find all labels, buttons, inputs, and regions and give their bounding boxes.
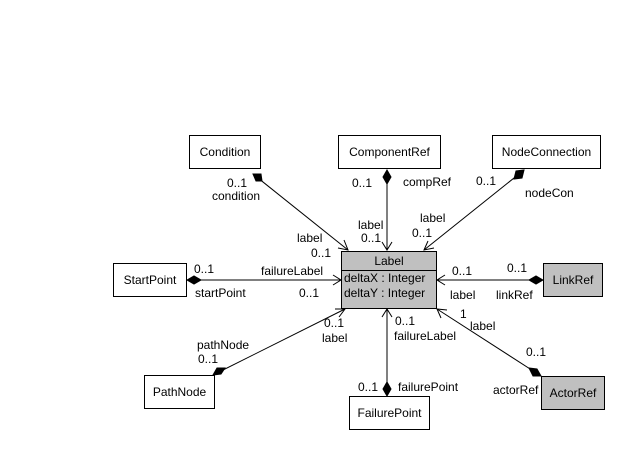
assoc-actorref-line [436, 308, 542, 377]
diamond-nodeconnection [513, 169, 525, 180]
arrow-pathnode [335, 308, 346, 318]
pathnode-role-target: label [322, 331, 348, 345]
class-label-attr-deltay: deltaY : Integer [344, 286, 426, 300]
class-failurepoint-name: FailurePoint [357, 406, 422, 420]
actorref-mult-source: 0..1 [526, 345, 547, 359]
actorref-role-source: actorRef [493, 383, 539, 397]
class-startpoint-name: StartPoint [123, 273, 177, 287]
condition-role-source: condition [212, 189, 261, 203]
linkref-role-target: label [450, 288, 476, 302]
actorref-mult-target: 1 [460, 307, 467, 321]
assoc-nodeconnection-line [423, 169, 525, 251]
class-failurepoint[interactable]: FailurePoint [349, 396, 430, 430]
linkref-mult-target: 0..1 [452, 264, 473, 278]
componentref-role-target: label [358, 218, 384, 232]
componentref-mult-target: 0..1 [361, 231, 382, 245]
condition-role-target: label [297, 231, 323, 245]
class-condition-name: Condition [199, 145, 251, 159]
arrow-actorref [436, 308, 448, 319]
assoc-pathnode-line [212, 308, 346, 376]
class-label-attr-deltax: deltaX : Integer [344, 271, 426, 285]
diamond-pathnode [212, 367, 226, 376]
diamond-componentref [382, 168, 392, 186]
pathnode-mult-target: 0..1 [324, 316, 345, 330]
pathnode-role-source: pathNode [197, 338, 250, 352]
condition-mult-target: 0..1 [311, 246, 332, 260]
class-nodeconnection[interactable]: NodeConnection [492, 135, 601, 169]
class-pathnode-name: PathNode [152, 385, 207, 399]
failurepoint-role-target: failureLabel [394, 329, 457, 343]
class-actorref[interactable]: ActorRef [541, 376, 605, 410]
startpoint-role-source: startPoint [195, 286, 246, 300]
condition-mult-source: 0..1 [227, 176, 248, 190]
diamond-condition [252, 173, 263, 182]
nodeconnection-mult-target: 0..1 [412, 226, 433, 240]
class-label-name: Label [342, 252, 436, 271]
pathnode-mult-source: 0..1 [198, 352, 219, 366]
failurepoint-mult-source: 0..1 [358, 380, 379, 394]
startpoint-role-target: failureLabel [261, 264, 324, 278]
diamond-linkref [527, 275, 545, 285]
class-componentref[interactable]: ComponentRef [338, 135, 441, 169]
failurepoint-mult-target: 0..1 [395, 314, 416, 328]
startpoint-mult-target: 0..1 [299, 286, 320, 300]
nodeconnection-role-target: label [420, 211, 446, 225]
class-startpoint[interactable]: StartPoint [113, 263, 187, 297]
linkref-mult-source: 0..1 [507, 261, 528, 275]
class-pathnode[interactable]: PathNode [144, 375, 215, 409]
componentref-role-source: compRef [403, 175, 452, 189]
actorref-role-target: label [470, 319, 496, 333]
arrow-nodeconnection [423, 240, 435, 251]
class-linkref-name: LinkRef [552, 273, 594, 287]
arrow-componentref [381, 241, 393, 251]
class-nodeconnection-name: NodeConnection [501, 145, 592, 159]
startpoint-mult-source: 0..1 [194, 262, 215, 276]
class-condition[interactable]: Condition [189, 135, 261, 169]
diamond-actorref [528, 367, 542, 377]
arrow-failurepoint [381, 308, 393, 318]
assoc-condition-line [252, 173, 349, 251]
linkref-role-source: linkRef [496, 288, 533, 302]
class-componentref-name: ComponentRef [349, 145, 430, 159]
nodeconnection-mult-source: 0..1 [476, 174, 497, 188]
class-label[interactable]: Label deltaX : Integer deltaY : Integer [341, 251, 437, 309]
arrow-condition [337, 239, 349, 251]
class-actorref-name: ActorRef [549, 386, 597, 400]
diamond-failurepoint [382, 380, 392, 398]
class-linkref[interactable]: LinkRef [543, 263, 603, 297]
nodeconnection-role-source: nodeCon [525, 186, 574, 200]
arrow-linkref [436, 274, 446, 286]
failurepoint-role-source: failurePoint [398, 380, 459, 394]
diamond-startpoint [185, 275, 203, 285]
componentref-mult-source: 0..1 [352, 176, 373, 190]
